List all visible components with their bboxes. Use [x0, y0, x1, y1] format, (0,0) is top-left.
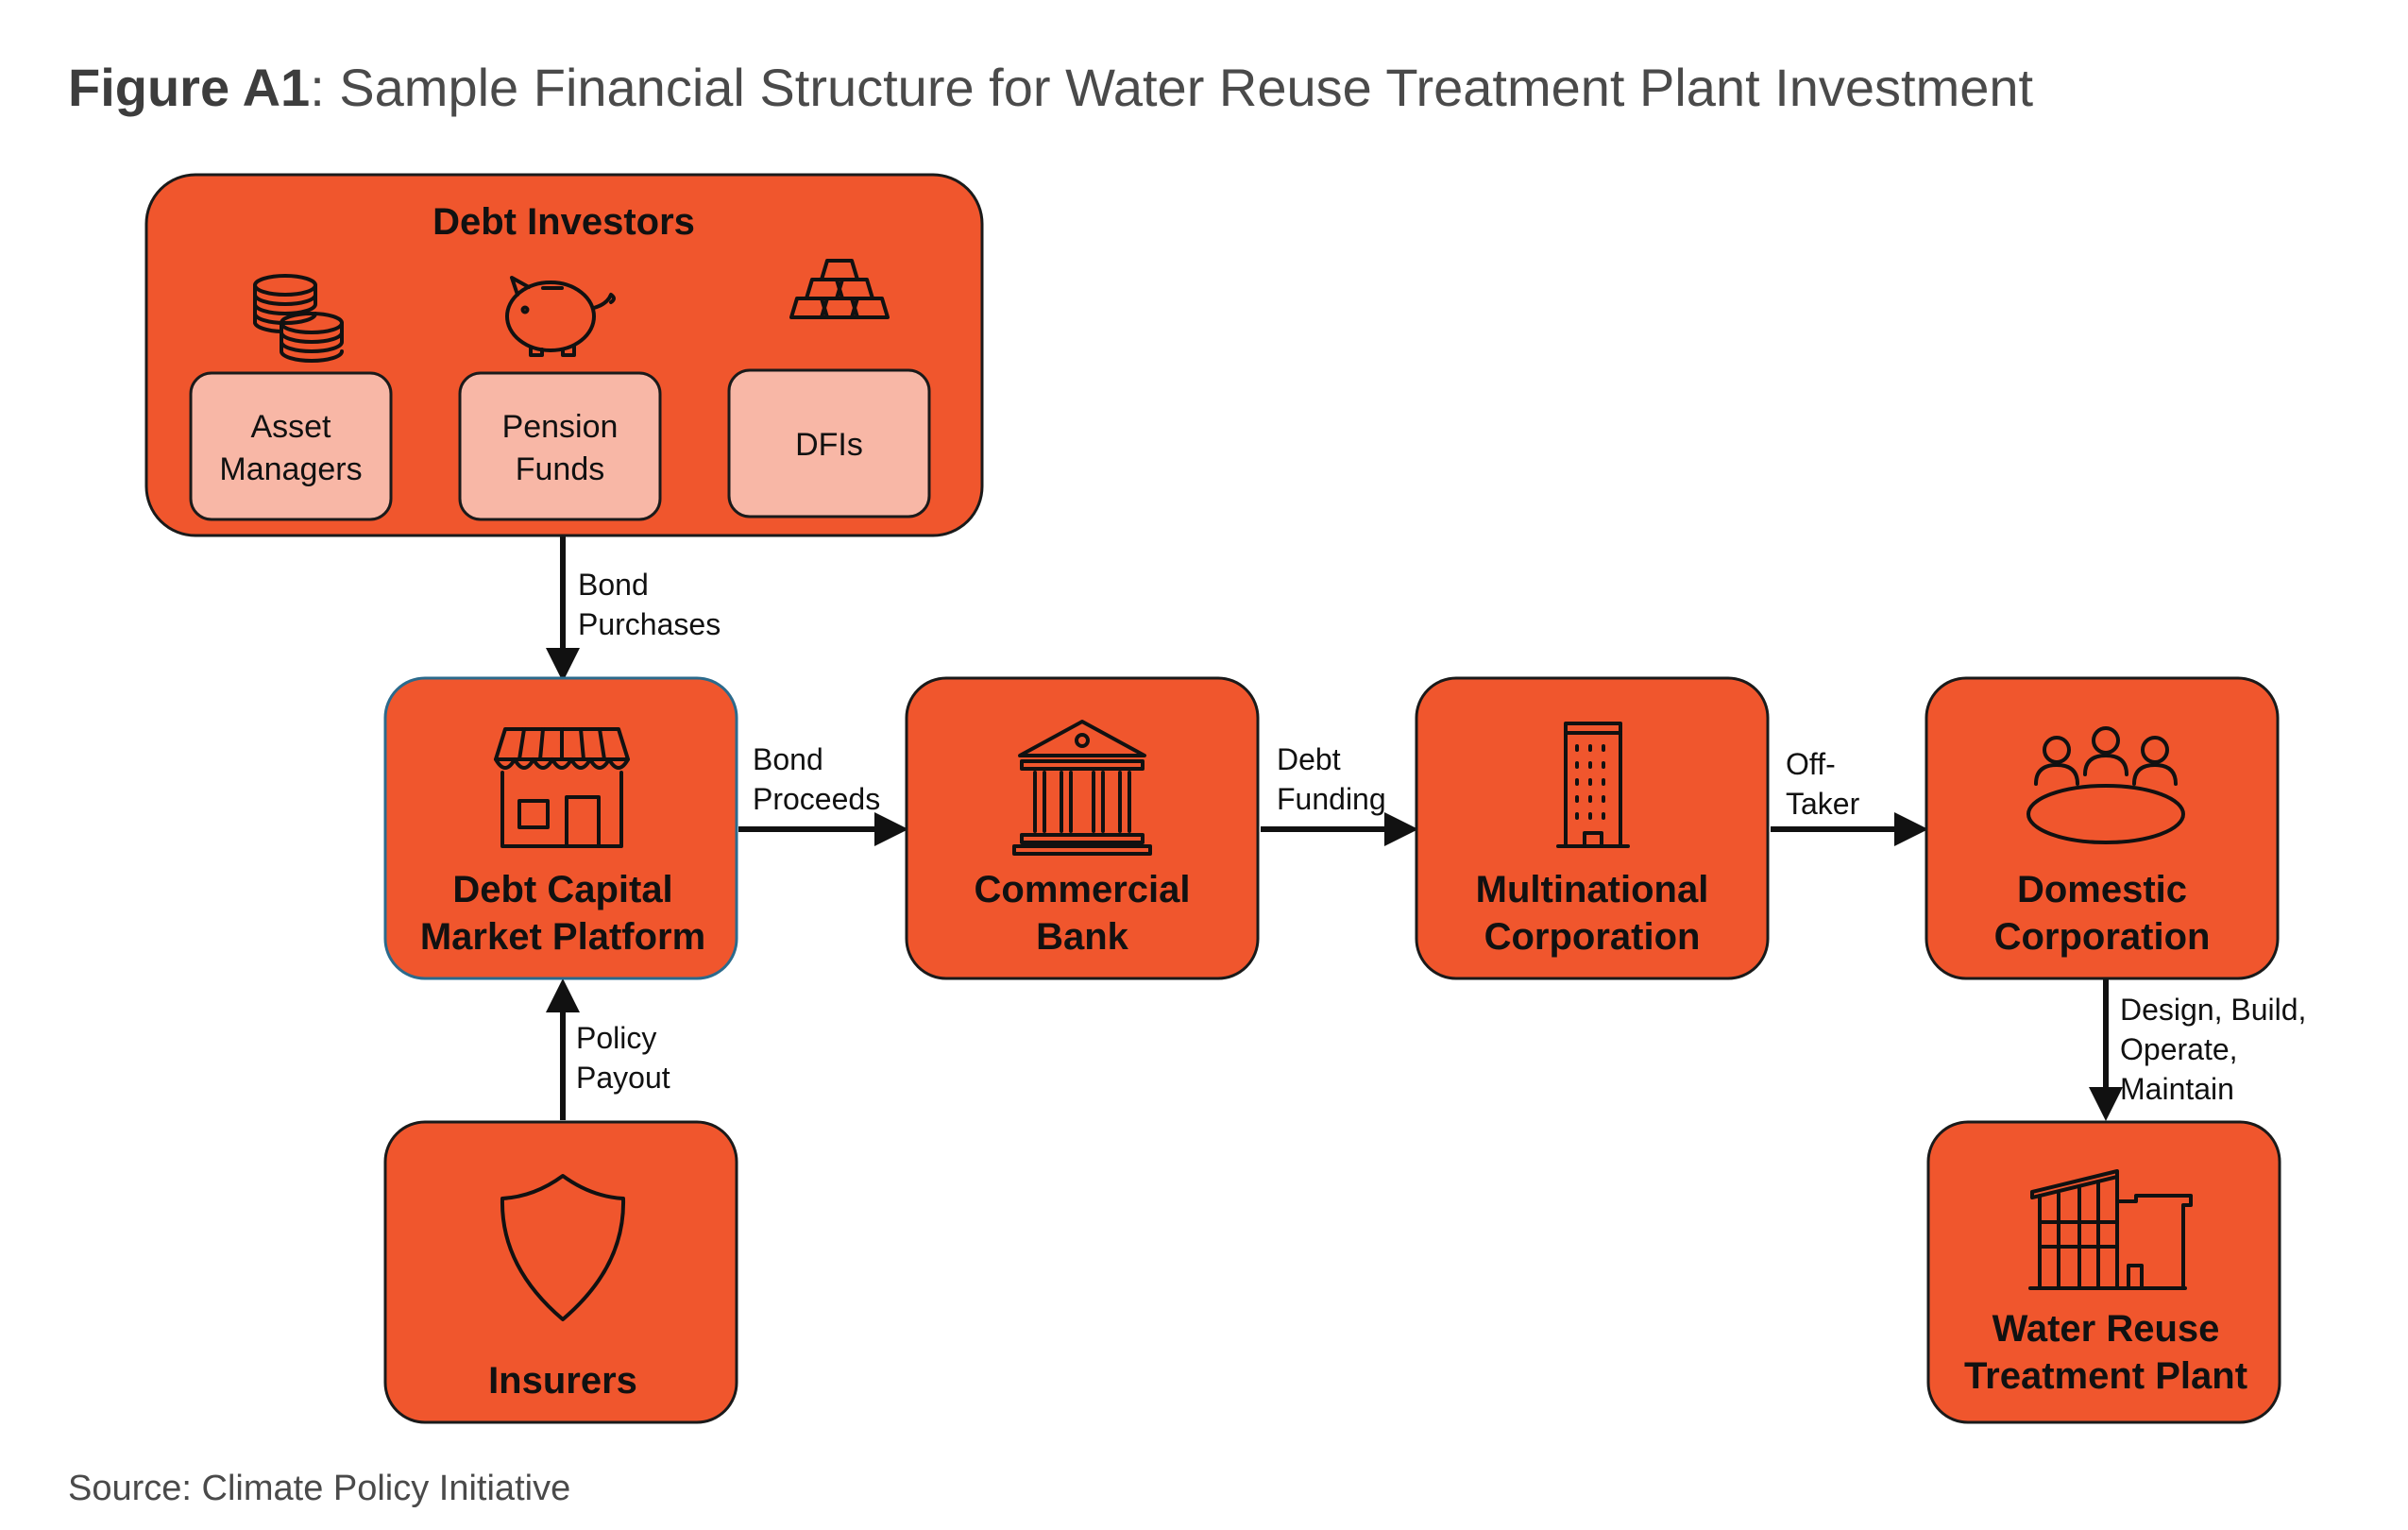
label-off-taker: Off- Taker — [1786, 747, 1860, 821]
node-label-line: Market Platform — [420, 916, 705, 958]
label-policy-payout: Policy Payout — [576, 1021, 670, 1095]
node-label-line: Corporation — [1994, 916, 2211, 958]
domestic-box — [1925, 676, 2280, 980]
bank-box — [905, 676, 1260, 980]
edge-label-line: Policy — [576, 1021, 656, 1055]
coins-icon — [253, 274, 344, 363]
edge-label-line: Debt — [1277, 742, 1341, 776]
node-label-line: Debt Capital — [452, 869, 672, 910]
figure-title-text: : Sample Financial Structure for Water R… — [310, 58, 2034, 117]
node-multinational-corporation: Multinational Corporation — [1415, 676, 1770, 980]
node-debt-capital-market-platform: Debt Capital Market Platform — [383, 676, 738, 980]
sub-label-line: Funds — [516, 451, 605, 487]
edge-label-line: Funding — [1277, 782, 1386, 816]
node-label-line: Commercial — [975, 869, 1191, 910]
edge-label-line: Operate, — [2120, 1032, 2238, 1066]
edge-label-line: Design, Build, — [2120, 993, 2306, 1027]
label-debt-funding: Debt Funding — [1277, 742, 1386, 816]
edge-label-line: Purchases — [578, 607, 721, 641]
sub-label-line: Asset — [250, 409, 331, 445]
node-label-line: Multinational — [1476, 869, 1709, 910]
bank-building-icon — [1012, 720, 1152, 856]
sub-box-pension-funds — [458, 371, 662, 521]
sub-box-dfis — [727, 368, 931, 518]
node-water-reuse-treatment-plant: Water Reuse Treatment Plant — [1926, 1120, 2281, 1424]
sub-label-line: Managers — [219, 451, 362, 487]
node-label-line: Treatment Plant — [1964, 1355, 2247, 1397]
figure-label: Figure A1 — [68, 58, 311, 117]
edge-label-line: Taker — [1786, 787, 1860, 821]
edge-label-line: Off- — [1786, 747, 1836, 781]
edge-label-line: Bond — [578, 568, 649, 602]
figure-title: Figure A1: Sample Financial Structure fo… — [68, 57, 2033, 118]
edge-label-line: Proceeds — [753, 782, 880, 816]
node-domestic-corporation: Domestic Corporation — [1925, 676, 2280, 980]
source-note: Source: Climate Policy Initiative — [68, 1469, 571, 1508]
edge-label-line: Payout — [576, 1061, 670, 1095]
meeting-table-icon — [2026, 726, 2185, 844]
node-label-line: Domestic — [2017, 869, 2187, 910]
label-bond-proceeds: Bond Proceeds — [753, 742, 880, 816]
edge-label-line: Bond — [753, 742, 823, 776]
node-insurers: Insurers — [383, 1120, 738, 1424]
piggy-bank-icon — [505, 276, 616, 357]
sub-label-line: Pension — [502, 409, 619, 445]
sub-label-line: DFIs — [795, 427, 863, 463]
insurers-box — [383, 1120, 738, 1424]
sub-box-asset-managers — [189, 371, 393, 521]
node-label-line: Corporation — [1484, 916, 1701, 958]
gold-bars-icon — [789, 259, 890, 319]
label-dbom: Design, Build, Operate, Maintain — [2120, 993, 2306, 1106]
shield-icon — [500, 1174, 626, 1321]
edge-label-line: Maintain — [2120, 1072, 2234, 1106]
multinational-box — [1415, 676, 1770, 980]
office-tower-icon — [1556, 722, 1630, 848]
platform-box — [383, 676, 738, 980]
node-commercial-bank: Commercial Bank — [905, 676, 1260, 980]
node-label-line: Insurers — [488, 1360, 637, 1402]
node-debt-investors: Debt Investors — [144, 173, 984, 537]
debt-investors-title: Debt Investors — [432, 201, 695, 243]
factory-icon — [2028, 1169, 2193, 1290]
label-bond-purchases: Bond Purchases — [578, 568, 721, 641]
storefront-icon — [494, 727, 630, 848]
node-label-line: Water Reuse — [1993, 1308, 2220, 1350]
node-label-line: Bank — [1036, 916, 1129, 958]
